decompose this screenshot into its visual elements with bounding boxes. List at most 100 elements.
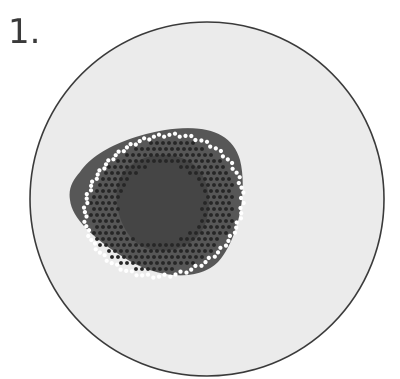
white-dot: [184, 271, 188, 275]
dark-dot: [140, 159, 144, 163]
dark-dot: [218, 159, 222, 163]
white-dot: [84, 224, 88, 228]
dark-dot: [218, 219, 222, 223]
dark-dot: [197, 237, 201, 241]
dark-dot: [227, 225, 231, 229]
white-dot: [115, 263, 119, 267]
white-dot: [125, 145, 129, 149]
dark-dot: [209, 213, 213, 217]
dark-dot: [110, 171, 114, 175]
dark-dot: [215, 213, 219, 217]
dark-dot: [107, 165, 111, 169]
white-dot: [89, 238, 93, 242]
white-dot: [140, 273, 144, 277]
dark-dot: [101, 189, 105, 193]
dark-dot: [101, 213, 105, 217]
dark-dot: [98, 183, 102, 187]
dark-dot: [203, 225, 207, 229]
dark-dot: [221, 177, 225, 181]
dark-dot: [188, 147, 192, 151]
dark-dot: [113, 165, 117, 169]
white-dot: [173, 272, 177, 276]
dark-dot: [137, 261, 141, 265]
white-dot: [105, 259, 109, 263]
dark-dot: [107, 177, 111, 181]
dark-dot: [200, 159, 204, 163]
white-dot: [147, 137, 151, 141]
dark-dot: [212, 159, 216, 163]
dark-dot: [173, 261, 177, 265]
dark-dot: [209, 153, 213, 157]
white-dot: [134, 273, 138, 277]
dark-dot: [137, 153, 141, 157]
dark-dot: [200, 171, 204, 175]
dark-dot: [200, 147, 204, 151]
dark-dot: [200, 183, 204, 187]
dark-dot: [134, 159, 138, 163]
dark-dot: [218, 207, 222, 211]
dark-dot: [146, 243, 150, 247]
dark-dot: [113, 177, 117, 181]
dark-dot: [152, 243, 156, 247]
dark-dot: [191, 249, 195, 253]
dark-dot: [227, 213, 231, 217]
dark-dot: [101, 225, 105, 229]
dark-dot: [95, 225, 99, 229]
dark-dot: [134, 147, 138, 151]
white-dot: [207, 256, 211, 260]
white-dot: [142, 136, 146, 140]
dark-dot: [224, 171, 228, 175]
dark-dot: [140, 267, 144, 271]
dark-dot: [89, 213, 93, 217]
white-dot: [152, 135, 156, 139]
dark-dot: [116, 183, 120, 187]
dark-dot: [119, 177, 123, 181]
dark-dot: [206, 171, 210, 175]
dark-dot: [206, 183, 210, 187]
dark-dot: [200, 231, 204, 235]
dark-dot: [209, 249, 213, 253]
dark-dot: [107, 201, 111, 205]
white-dot: [146, 273, 150, 277]
white-dot: [242, 201, 246, 205]
dark-dot: [104, 219, 108, 223]
dark-dot: [125, 237, 129, 241]
dark-dot: [119, 165, 123, 169]
white-dot: [138, 139, 142, 143]
dark-dot: [131, 153, 135, 157]
dark-dot: [125, 177, 129, 181]
dark-dot: [197, 165, 201, 169]
dark-dot: [110, 207, 114, 211]
dark-dot: [203, 201, 207, 205]
dark-dot: [212, 207, 216, 211]
dark-dot: [212, 171, 216, 175]
dark-dot: [221, 225, 225, 229]
dark-dot: [155, 141, 159, 145]
dark-dot: [209, 165, 213, 169]
dark-dot: [119, 225, 123, 229]
white-dot: [183, 134, 187, 138]
dark-dot: [185, 165, 189, 169]
dark-dot: [107, 225, 111, 229]
dark-dot: [203, 153, 207, 157]
white-dot: [129, 142, 133, 146]
dark-dot: [110, 219, 114, 223]
dark-dot: [107, 213, 111, 217]
dark-dot: [104, 183, 108, 187]
dark-dot: [230, 183, 234, 187]
dark-dot: [197, 225, 201, 229]
dark-dot: [218, 171, 222, 175]
white-dot: [85, 192, 89, 196]
dark-dot: [98, 231, 102, 235]
dark-dot: [98, 219, 102, 223]
dark-dot: [113, 225, 117, 229]
dark-dot: [116, 255, 120, 259]
dark-dot: [194, 231, 198, 235]
dark-dot: [101, 237, 105, 241]
dark-dot: [221, 189, 225, 193]
white-dot: [117, 150, 121, 154]
dark-dot: [203, 189, 207, 193]
dark-dot: [92, 219, 96, 223]
white-dot: [93, 241, 97, 245]
dark-dot: [167, 141, 171, 145]
